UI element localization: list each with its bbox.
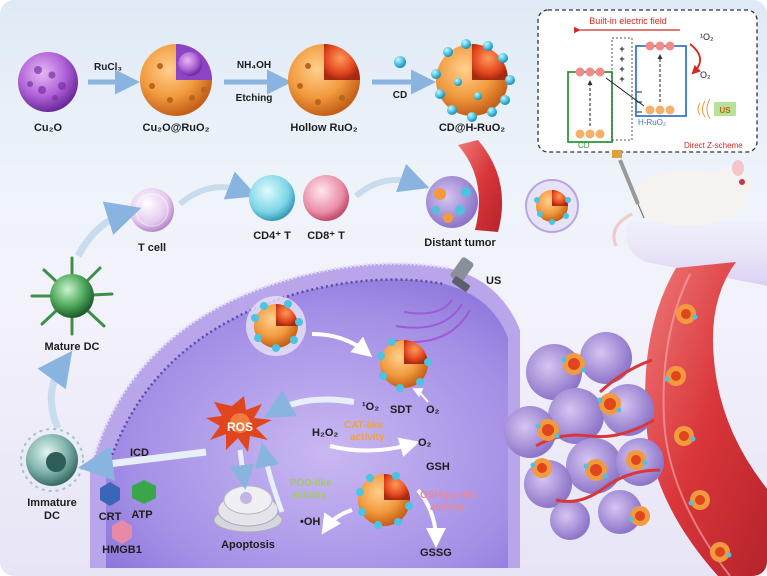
atp-label: ATP	[131, 509, 152, 521]
us-badge	[714, 102, 736, 116]
crt-icon	[100, 482, 120, 506]
t-cell-label: T cell	[138, 242, 166, 254]
cd-label: CD	[578, 141, 590, 150]
cd-holes	[575, 129, 605, 139]
ruo2-electrons	[645, 41, 675, 51]
gshpx-label-2: activity	[430, 502, 465, 513]
plus-sign: +	[619, 64, 624, 74]
ultrasound-waves-icon	[697, 98, 711, 120]
us-probe-icon	[450, 257, 474, 292]
cd4-t-cell	[249, 175, 295, 221]
cd-h-ruo2-particle	[431, 39, 515, 122]
reagent-cd: CD	[393, 90, 407, 101]
icd-label: ICD	[130, 447, 149, 459]
cat-label-2: activity	[350, 432, 385, 443]
nanozyme-particle	[356, 472, 413, 529]
plus-sign: +	[619, 74, 624, 84]
cu2o-ruo2-label: Cu₂O@RuO₂	[143, 122, 210, 134]
cell-singlet-o2: ¹O₂	[362, 401, 379, 413]
distant-tumor-label: Distant tumor	[424, 237, 496, 249]
cu2o-particle	[18, 52, 78, 112]
tumor-nanoparticles	[530, 304, 732, 562]
interface-region	[611, 37, 633, 141]
ruo2-holes	[645, 105, 675, 115]
hmgb1-label: HMGB1	[102, 544, 142, 556]
immature-dc-label-2: DC	[44, 510, 60, 522]
membrane-bilayer	[88, 262, 449, 471]
zscheme-singlet-o2: ¹O₂	[700, 32, 714, 42]
ros-burst-icon	[206, 396, 272, 452]
cat-label-1: CAT-like	[344, 420, 384, 431]
immature-dc-label-1: Immature	[27, 497, 77, 509]
apoptosis-label: Apoptosis	[221, 539, 275, 551]
direct-zscheme-label: Direct Z-scheme	[684, 141, 743, 150]
icd-arrow	[78, 446, 207, 481]
pod-label-2: activity	[292, 490, 327, 501]
ros-to-apoptosis-arrow	[229, 449, 255, 490]
mature-dc-label: Mature DC	[44, 341, 99, 353]
endocytosed-particle	[246, 296, 306, 356]
oh-label: •OH	[300, 516, 320, 528]
reagent-etching: Etching	[236, 93, 273, 104]
o2-conversion-arrow	[689, 43, 701, 75]
h-ruo2-label: H-RuO₂	[638, 118, 666, 127]
hmgb1-icon	[112, 520, 132, 544]
hollow-ruo2-particle	[288, 44, 360, 116]
plus-sign: +	[619, 54, 624, 64]
pod-arrow	[321, 508, 353, 535]
cd-electrons	[575, 67, 605, 77]
distant-tumor	[426, 140, 503, 232]
cu2o-label: Cu₂O	[34, 122, 63, 134]
cd-h-ruo2-label: CD@H-RuO₂	[439, 122, 505, 134]
cat-arrow	[329, 437, 420, 457]
cell-o2: O₂	[426, 404, 440, 416]
gssg-label: GSSG	[420, 547, 452, 559]
syringe-icon	[618, 159, 640, 205]
internalization-arrow	[311, 332, 373, 358]
blood-vessel	[645, 262, 767, 576]
t-cell-activation-arrow	[178, 171, 258, 207]
cell-us-label: US	[486, 275, 501, 287]
carbon-dot-icon	[394, 56, 406, 68]
apoptosis-icon	[213, 485, 283, 533]
crt-label: CRT	[99, 511, 122, 523]
gsh-label: GSH	[426, 461, 450, 473]
singlet-to-ros-arrow	[263, 390, 355, 418]
pod-label-1: POD-like	[290, 478, 332, 489]
built-in-field-label: Built-in electric field	[589, 16, 667, 26]
h2o2-label: H₂O₂	[312, 427, 338, 439]
cat-o2-label: O₂	[418, 437, 432, 449]
reagent-nh4oh: NH₄OH	[237, 60, 271, 71]
recombination-line	[605, 77, 645, 107]
hollow-ruo2-label: Hollow RuO₂	[290, 122, 357, 134]
injected-particle-zoom	[525, 179, 579, 233]
mouse-injection	[612, 150, 767, 286]
cd4-label: CD4⁺ T	[253, 230, 291, 242]
ros-label: ROS	[227, 420, 253, 434]
cu2o-ruo2-particle	[140, 44, 212, 116]
sdt-particle	[377, 338, 432, 392]
gshpx-arrow	[416, 488, 446, 548]
cd8-label: CD8⁺ T	[307, 230, 345, 242]
dc-to-t-cell-arrow	[74, 201, 142, 258]
mature-dc	[30, 256, 114, 336]
dc-maturation-arrow	[37, 350, 73, 430]
reagent-rucl3: RuCl₃	[94, 62, 122, 73]
cd8-t-cell	[303, 175, 349, 221]
plus-sign: +	[619, 44, 624, 54]
zscheme-us: US	[719, 106, 731, 115]
zscheme-o2: O₂	[700, 70, 711, 80]
gshpx-label-1: GSH-px-like	[420, 490, 477, 501]
immature-dc	[20, 428, 84, 492]
t-cell-to-tumor-arrow	[354, 163, 430, 199]
z-scheme-inset: Built-in electric field + + + + ¹O₂	[537, 9, 758, 153]
o2-uptake-arrow	[412, 388, 429, 403]
sdt-label: SDT	[390, 404, 412, 416]
atp-icon	[132, 480, 156, 504]
t-cell	[130, 188, 174, 232]
oh-to-ros-arrow	[254, 442, 285, 513]
